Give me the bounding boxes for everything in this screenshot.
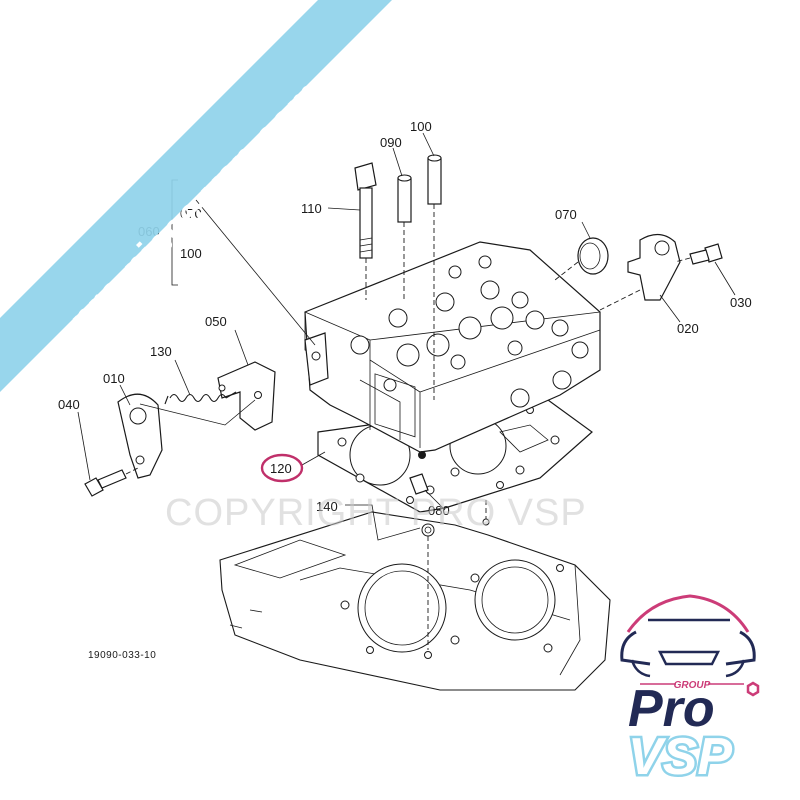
callout-120: 120 [270, 461, 292, 476]
banner-text: pro-piece-vsp.com [62, 73, 331, 342]
callout-080: 080 [428, 503, 450, 518]
nozzle-gasket [409, 451, 490, 526]
callout-070: 070 [555, 207, 577, 222]
callout-070-group: 070 [180, 206, 202, 221]
callout-090: 090 [380, 135, 402, 150]
hanger-bolt [674, 243, 723, 265]
callout-030: 030 [730, 295, 752, 310]
dowel-pin [421, 523, 435, 650]
callout-100: 100 [410, 119, 432, 134]
copyright-watermark: COPYRIGHT PRO VSP [165, 492, 587, 534]
cylinder-head [304, 241, 601, 453]
callout-010: 010 [103, 371, 125, 386]
highlight-ring [260, 453, 304, 483]
callout-020: 020 [677, 321, 699, 336]
callout-110: 110 [301, 201, 322, 216]
brand-group-text: GROUP [674, 680, 711, 691]
callout-labels: 100 090 110 070 030 020 050 130 010 040 … [58, 119, 752, 661]
expansion-plug [554, 237, 609, 281]
drawing-number: 19090-033-10 [88, 650, 156, 661]
head-bolt [354, 162, 377, 300]
brand-pro-text: Pro [628, 680, 715, 738]
callout-100-group: 100 [180, 246, 202, 261]
callout-050: 050 [205, 314, 227, 329]
hexagon-icon [746, 681, 760, 697]
callout-040: 040 [58, 397, 80, 412]
brand-vsp-text: VSP [628, 728, 732, 786]
brand-logo: GROUP Pro VSP [620, 594, 760, 789]
valve-guides [397, 154, 442, 400]
car-outline-icon [620, 594, 756, 678]
leader-lines [77, 132, 736, 541]
bracket [217, 361, 276, 431]
callout-140: 140 [316, 499, 338, 514]
spring [164, 391, 237, 405]
engine-hanger [599, 233, 681, 311]
lever-bolt [84, 467, 139, 497]
callout-130: 130 [150, 344, 172, 359]
lever-plate [117, 393, 163, 479]
engine-block [219, 511, 611, 691]
